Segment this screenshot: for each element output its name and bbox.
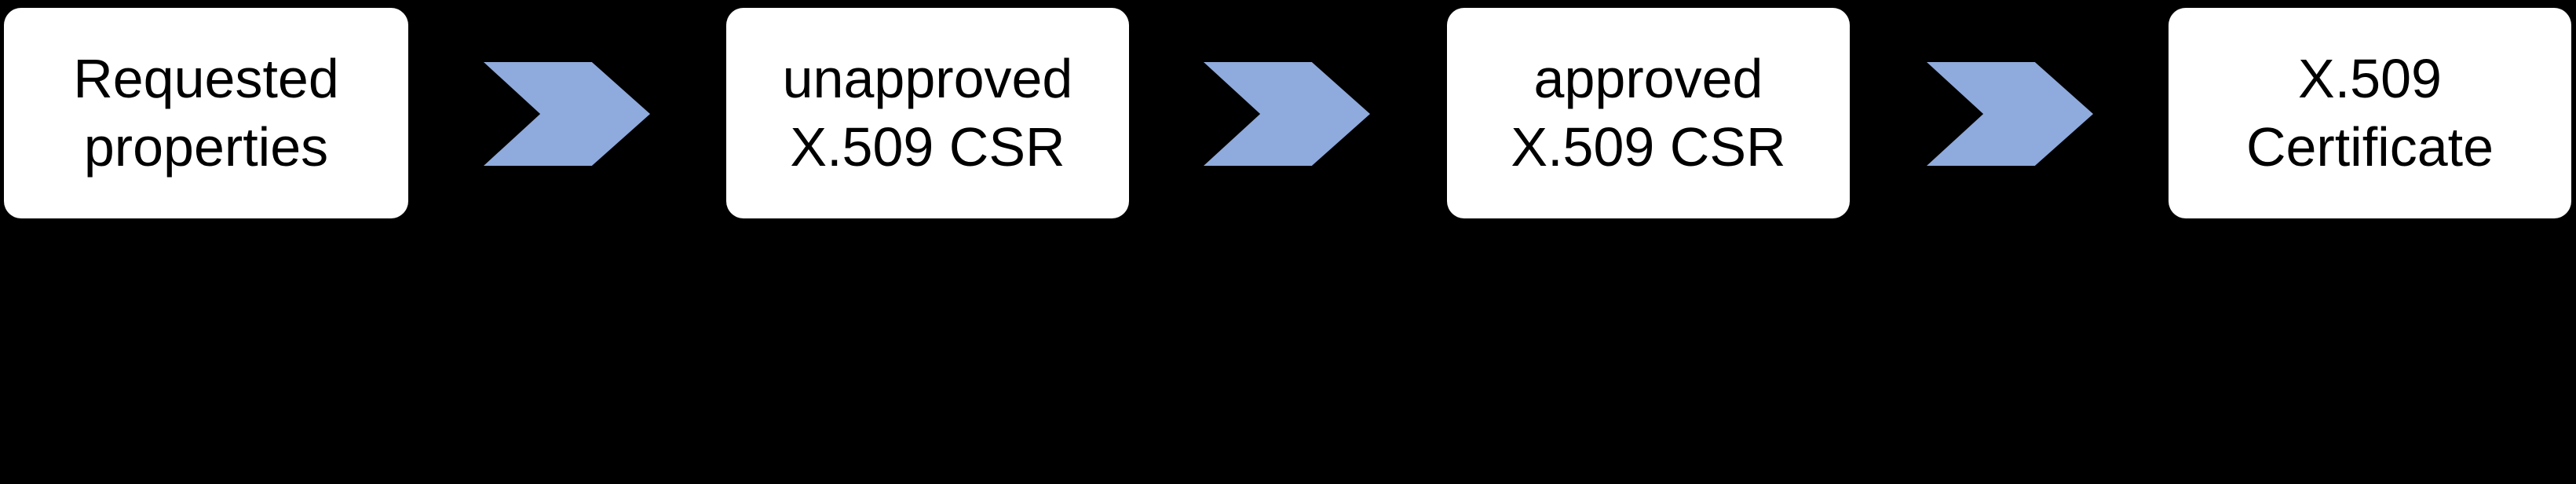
node-x509-certificate: X.509 Certificate (2169, 8, 2571, 218)
chevron-right-arrow-icon (1927, 62, 2093, 166)
node-requested-properties: Requested properties (4, 8, 408, 218)
node-requested-properties-label: Requested properties (73, 47, 339, 178)
chevron-right-arrow-icon (484, 62, 650, 166)
node-approved-csr: approved X.509 CSR (1447, 8, 1850, 218)
node-unapproved-csr: unapproved X.509 CSR (726, 8, 1129, 218)
node-x509-certificate-label: X.509 Certificate (2245, 47, 2494, 178)
node-approved-csr-label: approved X.509 CSR (1511, 47, 1786, 178)
chevron-right-arrow-icon (1204, 62, 1370, 166)
node-unapproved-csr-label: unapproved X.509 CSR (782, 47, 1073, 178)
